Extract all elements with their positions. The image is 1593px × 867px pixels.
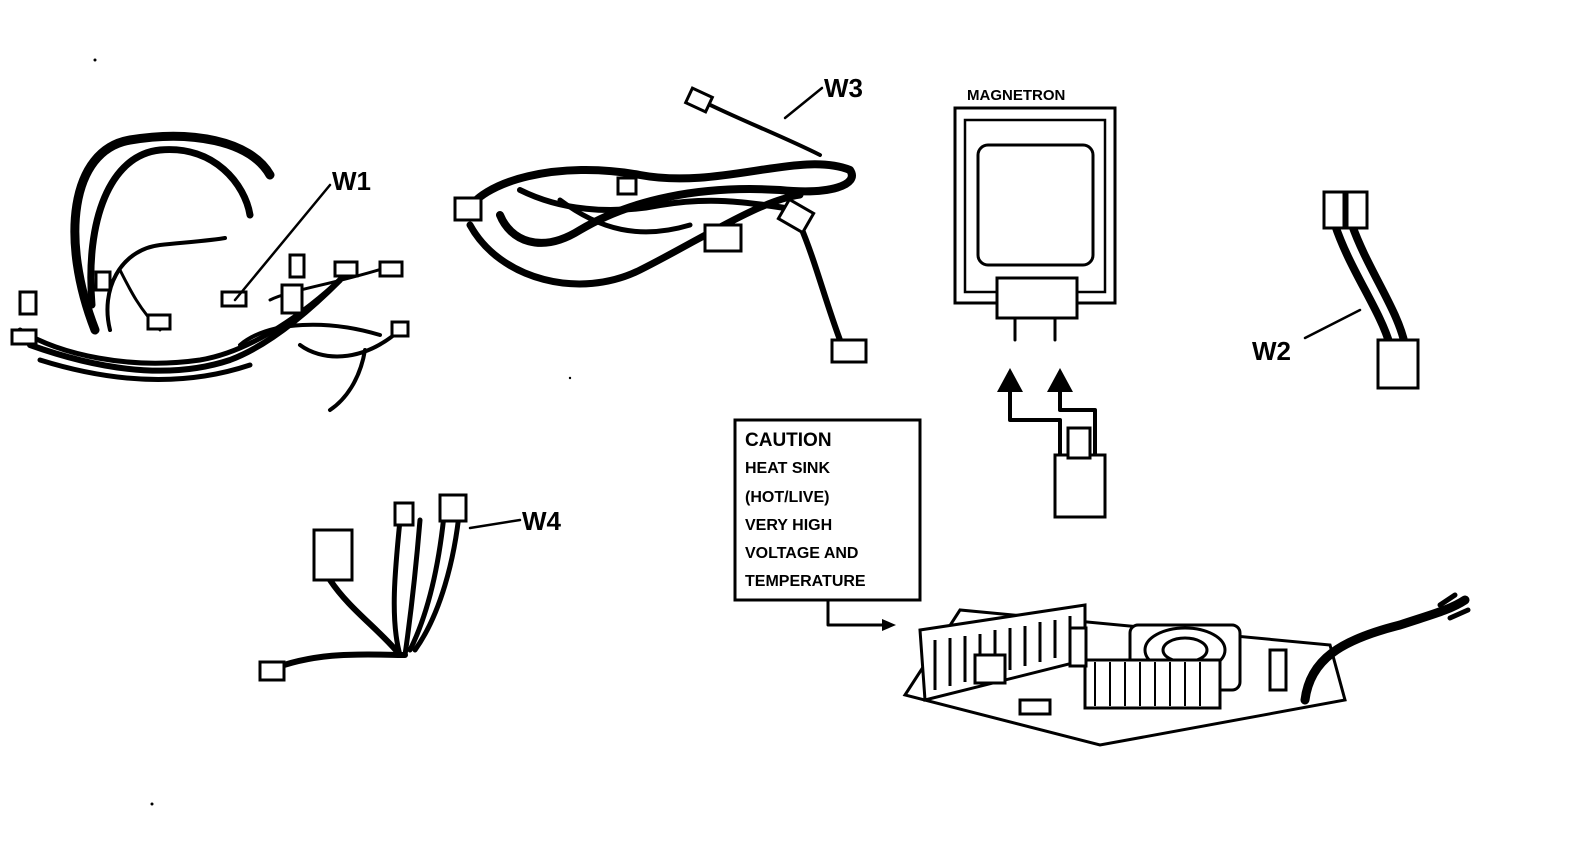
caution-line-4: VERY HIGH (745, 517, 832, 534)
harness-w2: W2 (1252, 190, 1420, 390)
caution-line-2: HEAT SINK (745, 460, 830, 477)
harness-w3: W3 (453, 73, 868, 364)
label-magnetron: MAGNETRON (967, 87, 1065, 104)
label-w1: W1 (332, 166, 371, 196)
caution-box: CAUTION HEAT SINK (HOT/LIVE) VERY HIGH V… (733, 418, 922, 631)
label-w4: W4 (522, 506, 562, 536)
caution-line-6: TEMPERATURE (745, 573, 866, 590)
magnetron: MAGNETRON (953, 87, 1117, 519)
caution-line-1: CAUTION (745, 430, 832, 451)
inverter-board (902, 592, 1471, 747)
label-w2: W2 (1252, 336, 1291, 366)
caution-line-3: (HOT/LIVE) (745, 489, 829, 506)
label-w3: W3 (824, 73, 863, 103)
harness-w4: W4 (258, 493, 562, 682)
harness-w1: W1 (10, 131, 410, 412)
caution-line-5: VOLTAGE AND (745, 545, 858, 562)
